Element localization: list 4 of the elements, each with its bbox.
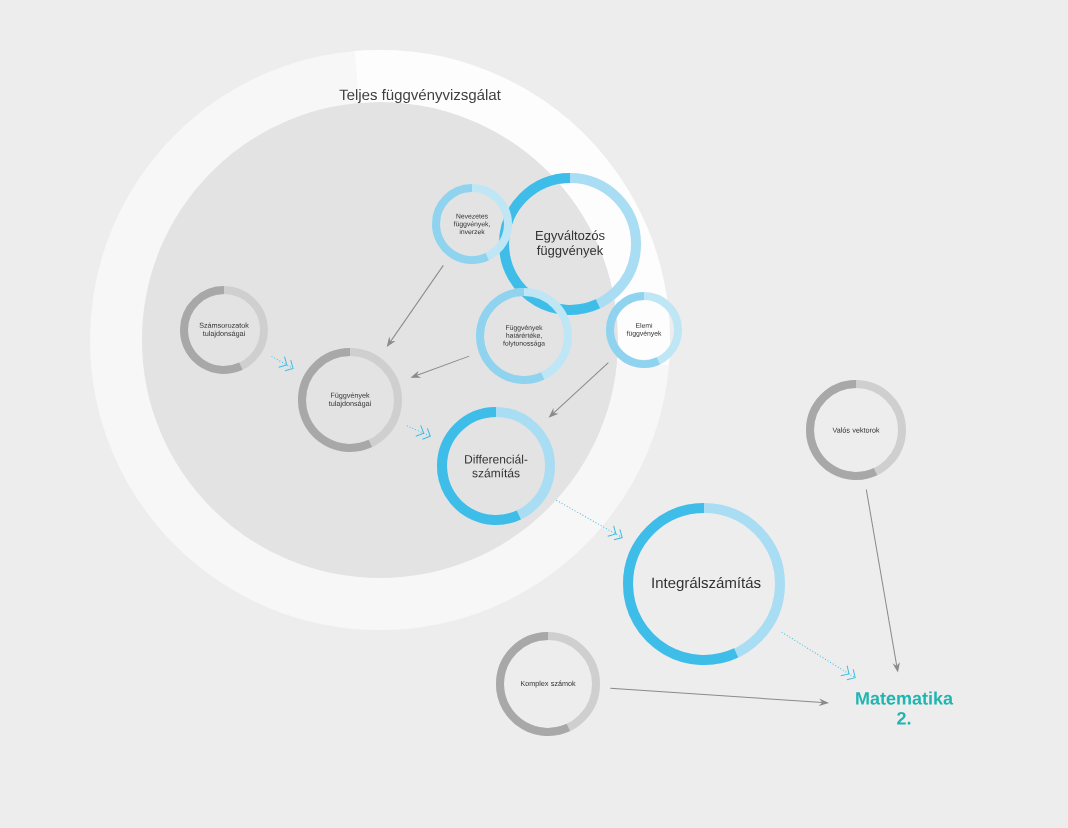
arrow	[609, 687, 829, 706]
goal-label: Matematika 2.	[856, 691, 954, 725]
arrow	[865, 489, 900, 672]
arrow	[781, 631, 856, 681]
